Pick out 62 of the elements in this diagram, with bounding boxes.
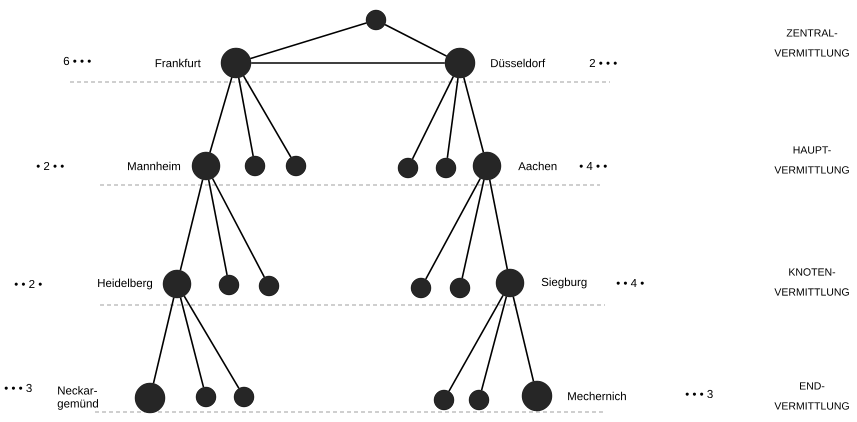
- exchange-circle: [286, 156, 306, 176]
- connection-line: [384, 24, 447, 57]
- city-name: Mechernich: [568, 392, 626, 400]
- exchange-code: 6 • • •: [64, 56, 91, 66]
- exchange-circle: [398, 158, 418, 178]
- level-label: END- VERMITTLUNG: [774, 382, 849, 410]
- exchange-code: • • 4 •: [616, 279, 644, 287]
- connection-line: [412, 76, 454, 160]
- exchange-circle: [522, 380, 552, 412]
- connection-line: [152, 298, 175, 384]
- connection-line: [180, 180, 204, 270]
- level-label: HAUPT- VERMITTLUNG: [774, 146, 849, 174]
- exchange-code: 2 • • •: [590, 58, 617, 67]
- connection-line: [209, 77, 233, 153]
- exchange-circle: [258, 276, 280, 296]
- exchange-code: • 4 • •: [580, 162, 607, 170]
- exchange-circle: [434, 390, 454, 410]
- connection-line: [480, 296, 508, 390]
- exchange-circle: [468, 390, 490, 410]
- exchange-circle: [244, 156, 266, 176]
- connection-line: [463, 78, 484, 152]
- connection-line: [208, 180, 228, 276]
- city-name: Frankfurt: [156, 58, 201, 68]
- connection-line: [242, 76, 292, 158]
- exchange-code: • • 2 •: [14, 280, 42, 288]
- exchange-circle: [220, 48, 252, 78]
- city-name: Düsseldorf: [491, 58, 546, 68]
- city-name: Aachen: [518, 162, 556, 170]
- exchange-circle: [234, 386, 254, 408]
- level-label: KNOTEN- VERMITTLUNG: [774, 268, 849, 296]
- connection-line: [488, 180, 508, 270]
- connection-line: [180, 298, 204, 388]
- exchange-circle: [162, 270, 192, 298]
- city-name: Mannheim: [128, 162, 180, 170]
- connection-line: [212, 178, 265, 278]
- connection-line: [512, 296, 534, 382]
- exchange-circle: [218, 274, 240, 296]
- city-name: Neckar- gemünd: [58, 386, 98, 410]
- connection-line: [446, 78, 459, 158]
- exchange-circle: [196, 386, 216, 408]
- connection-line: [251, 62, 445, 64]
- connection-line: [461, 180, 485, 278]
- connection-line: [184, 296, 240, 389]
- exchange-code: • • • 3: [4, 384, 32, 392]
- connection-line: [238, 78, 254, 156]
- exchange-circle: [134, 382, 166, 414]
- exchange-circle: [444, 48, 476, 78]
- connection-line: [250, 22, 366, 60]
- level-label: ZENTRAL- VERMITTLUNG: [774, 29, 849, 57]
- exchange-circle: [436, 158, 456, 178]
- exchange-circle: [366, 10, 386, 30]
- exchange-code: • • • 3: [686, 390, 713, 398]
- connection-line: [425, 178, 481, 280]
- city-name: Siegburg: [542, 278, 586, 288]
- exchange-circle: [496, 268, 524, 298]
- exchange-code: • 2 • •: [36, 162, 64, 170]
- city-name: Heidelberg: [98, 278, 152, 290]
- exchange-circle: [472, 152, 502, 180]
- exchange-circle: [410, 278, 432, 298]
- exchange-circle: [450, 278, 470, 298]
- exchange-circle: [192, 152, 220, 180]
- connection-line: [448, 294, 504, 392]
